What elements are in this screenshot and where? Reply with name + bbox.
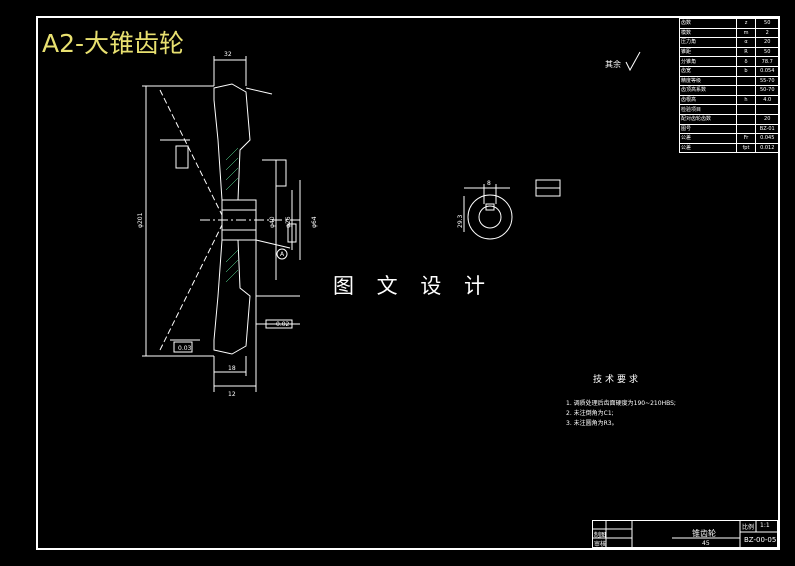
param-cell: 配对齿轮齿数 <box>679 113 737 125</box>
tech-item-3: 3. 未注圆角为R3。 <box>566 420 618 427</box>
param-cell <box>755 104 779 115</box>
tb-checked-label: 审核 <box>594 541 607 548</box>
param-cell: 检验项目 <box>679 104 737 115</box>
tb-drawn-label: 制图 <box>594 532 607 539</box>
tech-item-1: 1. 调质处理后齿面硬度为190~210HBS; <box>566 400 676 407</box>
param-cell: BZ-01 <box>755 123 779 135</box>
param-cell: 齿顶高系数 <box>679 85 737 96</box>
param-cell: Fr <box>735 133 757 144</box>
drawing-frame <box>36 16 780 550</box>
tb-scale-label: 比例 <box>742 524 755 531</box>
dim-d-hub: φ40 <box>269 216 276 228</box>
title-block: 制图 审核 锥齿轮 45 比例 1:1 BZ-00-05 <box>592 520 778 548</box>
tech-item-2: 2. 未注倒角为C1; <box>566 410 614 417</box>
tb-material: 45 <box>702 540 710 547</box>
param-cell: 齿宽 <box>679 65 737 77</box>
param-cell: 公差 <box>679 142 737 154</box>
param-cell <box>735 75 757 87</box>
tb-scale: 1:1 <box>760 522 770 529</box>
param-cell: 50 <box>755 18 779 29</box>
dim-hub-len: 18 <box>228 365 236 372</box>
finish-mark: 其余 <box>605 60 621 69</box>
drawing-title-label: A2-大锥齿轮 <box>42 29 185 58</box>
param-cell <box>735 85 757 96</box>
param-cell: 齿根高 <box>679 94 737 106</box>
param-cell: 模数 <box>679 27 737 39</box>
watermark-text: 图 文 设 计 <box>333 274 494 298</box>
param-cell: h <box>735 94 757 106</box>
dim-tol-1: 0.02 <box>276 321 290 328</box>
dim-datum: A <box>280 251 285 258</box>
param-cell: 4.0 <box>755 94 779 106</box>
param-cell: 精度等级 <box>679 75 737 87</box>
param-cell: R <box>735 46 757 58</box>
param-cell: fpt <box>735 142 757 154</box>
param-row: 图号 BZ-01 <box>679 123 779 135</box>
keyway-circle <box>467 194 513 240</box>
gear-upper-profile <box>213 83 251 201</box>
param-cell: 锥距 <box>679 46 737 58</box>
param-cell: 0.054 <box>755 65 779 77</box>
param-row: 齿顶高系数 50-70 <box>679 85 779 96</box>
param-row: 配对齿轮齿数 20 <box>679 113 779 125</box>
param-cell: z <box>735 18 757 29</box>
dim-width: 12 <box>228 391 236 398</box>
dim-tol-2: 0.03 <box>178 345 192 352</box>
dim-d-flange: φ64 <box>311 216 318 228</box>
param-cell <box>735 113 757 125</box>
param-cell: 2 <box>755 27 779 39</box>
dim-key-depth: 29.3 <box>457 214 464 228</box>
param-cell: α <box>735 37 757 48</box>
datum-circle <box>276 248 288 260</box>
dim-d-bore: φ26 <box>285 216 292 228</box>
param-cell <box>735 123 757 135</box>
param-cell: 压力角 <box>679 37 737 48</box>
param-row: 检验项目 <box>679 104 779 115</box>
param-cell: 50-70 <box>755 85 779 96</box>
param-cell: 55-70 <box>755 75 779 87</box>
tech-title: 技术要求 <box>593 375 642 385</box>
param-row: 精度等级 55-70 <box>679 75 779 87</box>
param-cell: 图号 <box>679 123 737 135</box>
tb-part-name: 锥齿轮 <box>692 529 716 538</box>
param-cell: 20 <box>755 113 779 125</box>
param-cell: m <box>735 27 757 39</box>
gear-lower-profile <box>213 239 251 355</box>
param-cell: 齿数 <box>679 18 737 29</box>
dim-keyway: 8 <box>487 180 491 187</box>
param-cell: 20 <box>755 37 779 48</box>
param-cell: 78.7 <box>755 56 779 67</box>
param-cell: 50 <box>755 46 779 58</box>
tb-drawing-no: BZ-00-05 <box>744 536 777 544</box>
param-cell <box>735 104 757 115</box>
param-cell: 分锥角 <box>679 56 737 67</box>
param-cell: b <box>735 65 757 77</box>
param-cell: 0.045 <box>755 133 779 144</box>
param-cell: 0.012 <box>755 142 779 154</box>
dim-d-outer: φ201 <box>137 212 144 228</box>
dim-face-width: 32 <box>224 51 232 58</box>
param-cell: 公差 <box>679 133 737 144</box>
param-cell: δ <box>735 56 757 67</box>
